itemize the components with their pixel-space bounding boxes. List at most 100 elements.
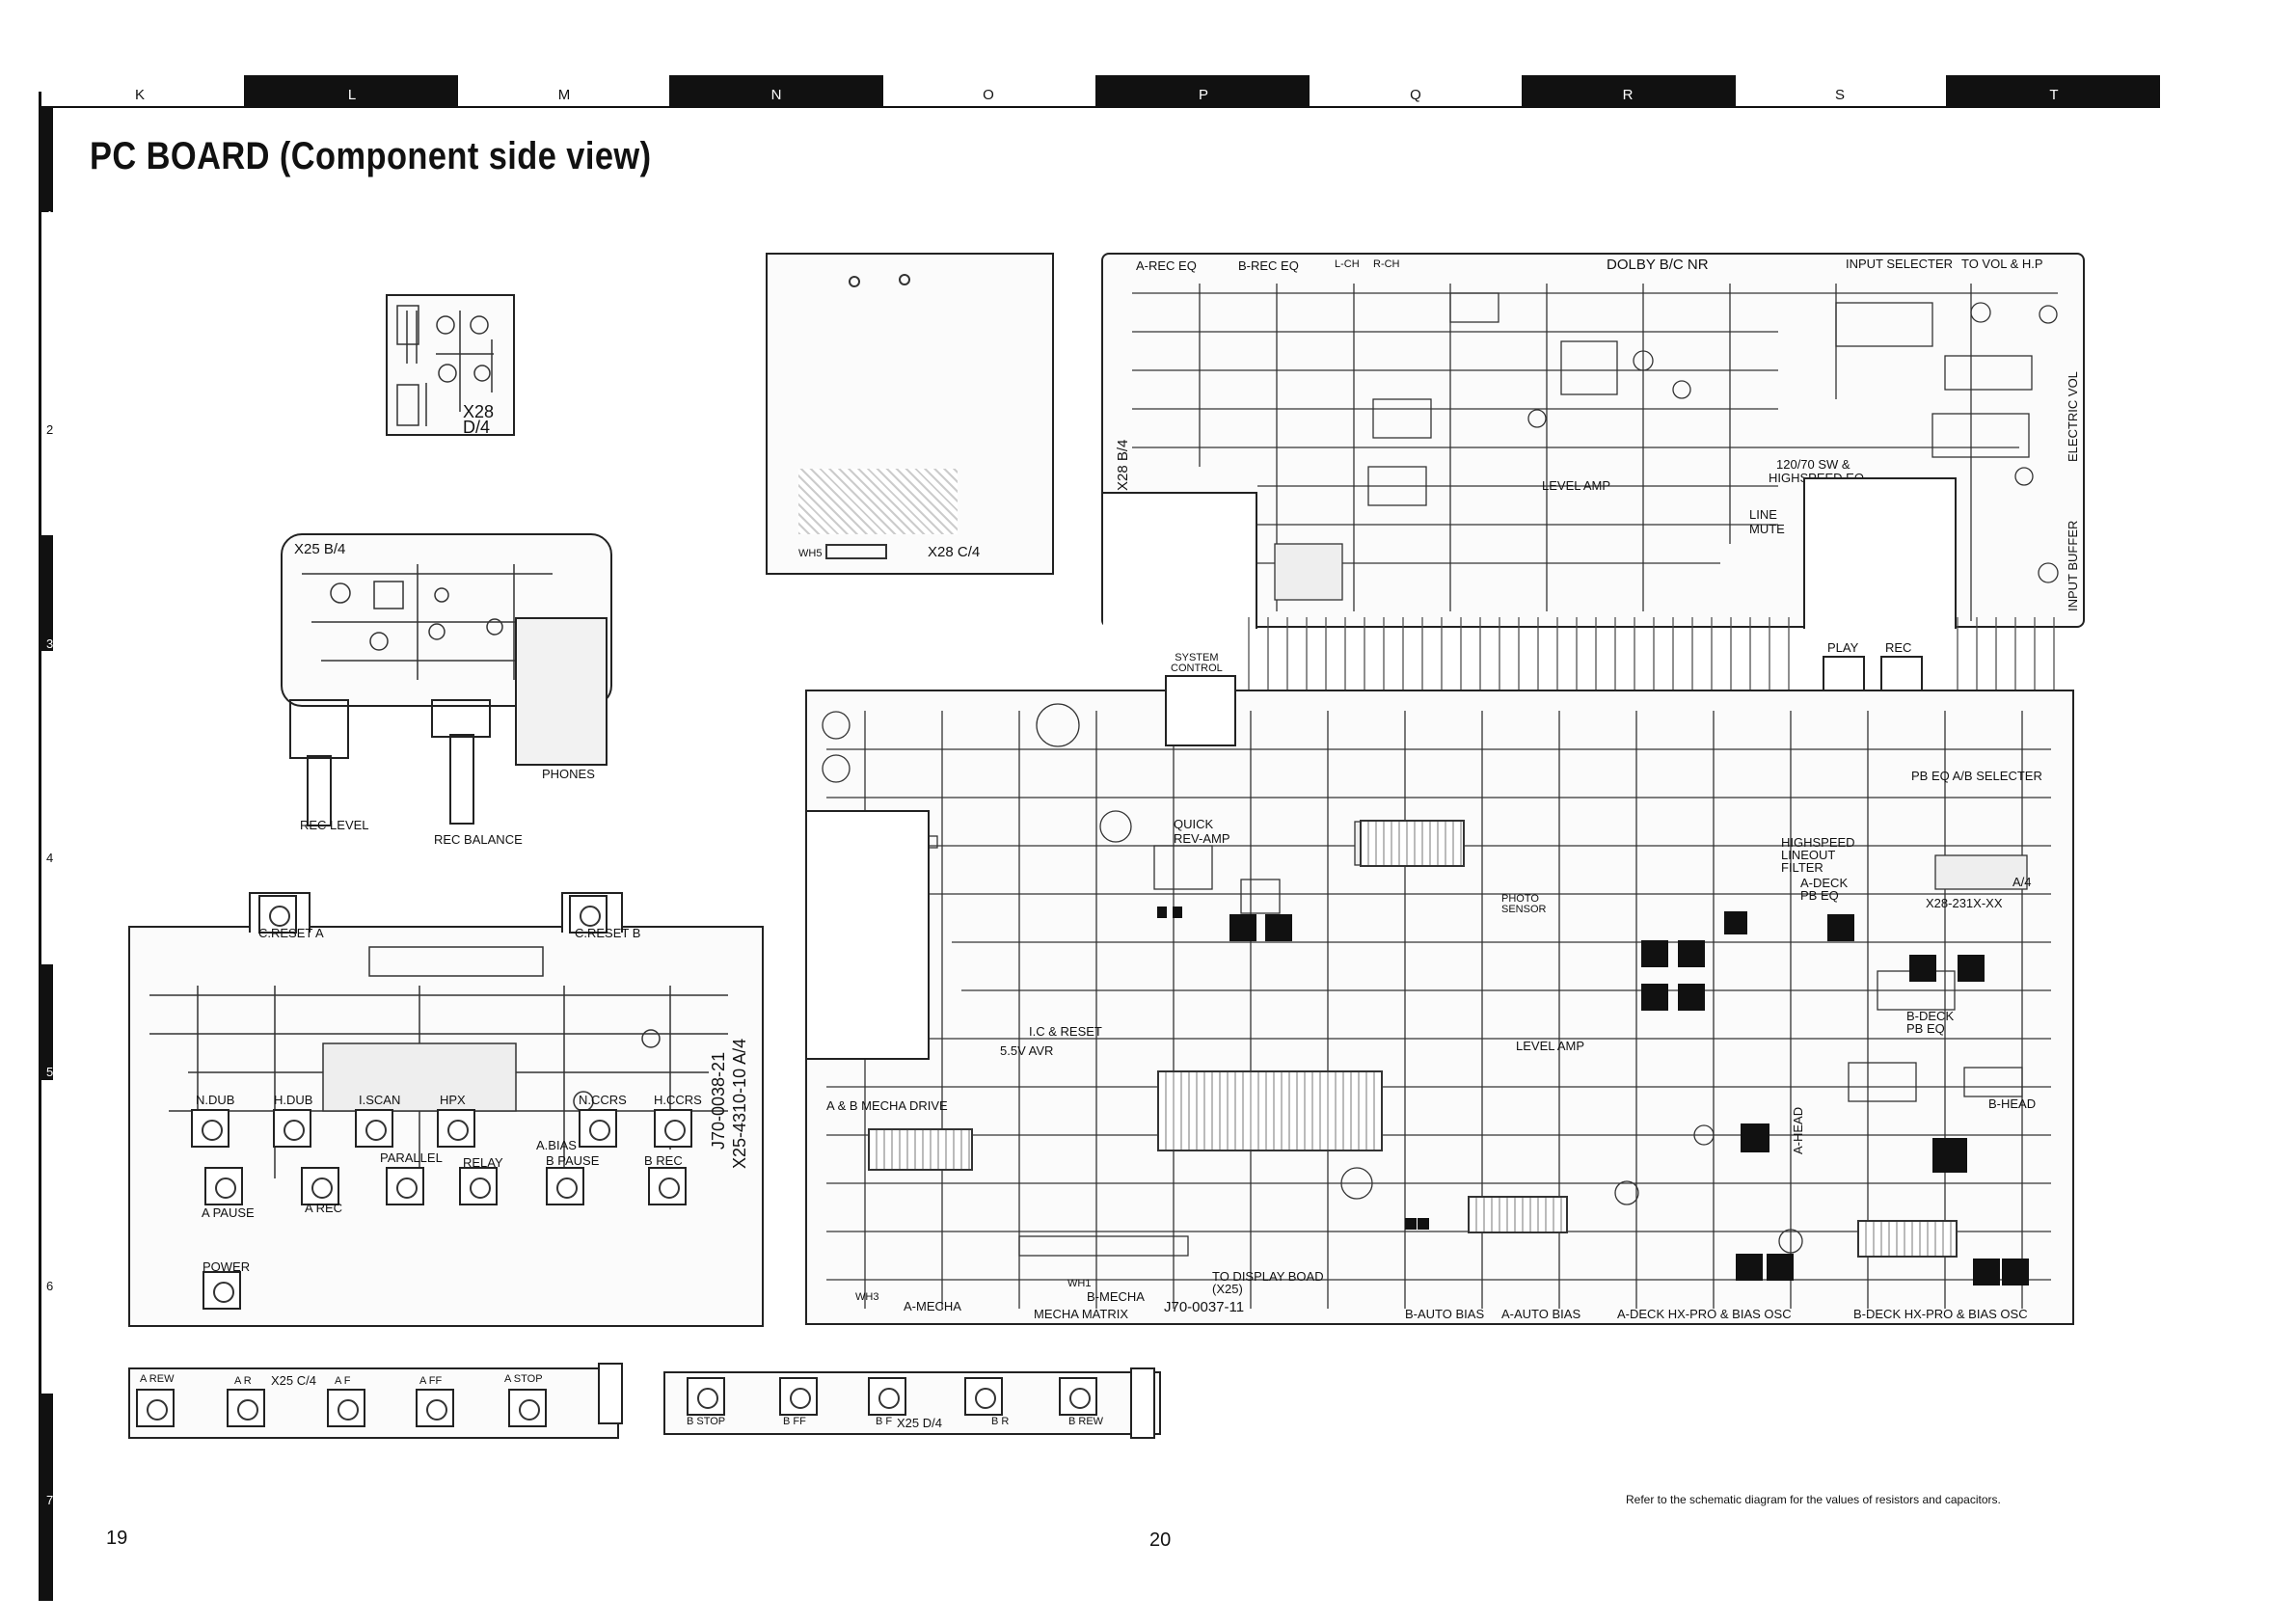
main-subid-label: A/4 bbox=[2012, 875, 2032, 889]
phones-label: PHONES bbox=[542, 767, 595, 781]
dolby-label: DOLBY B/C NR bbox=[1607, 257, 1709, 273]
main-id2-label: X28-231X-XX bbox=[1926, 896, 2003, 910]
sw-label: 120/70 SW & bbox=[1776, 457, 1850, 472]
left-frame-line bbox=[39, 92, 41, 1601]
a-bias-label: A.BIAS bbox=[536, 1138, 577, 1152]
grid-band-l bbox=[244, 75, 458, 106]
b-f-label: B F bbox=[876, 1416, 893, 1427]
rec-balance-shaft bbox=[449, 734, 474, 825]
hpx-switch[interactable] bbox=[437, 1109, 475, 1148]
grid-col-q: Q bbox=[1410, 87, 1421, 103]
a-rec-switch[interactable] bbox=[301, 1167, 339, 1205]
a-pause-switch[interactable] bbox=[204, 1167, 243, 1205]
h-dub-switch[interactable] bbox=[273, 1109, 311, 1148]
a-stop-switch[interactable] bbox=[508, 1389, 547, 1427]
transistor-chip bbox=[1641, 984, 1668, 1011]
rec-level-shaft bbox=[307, 755, 332, 826]
a-f-switch[interactable] bbox=[327, 1389, 365, 1427]
board-cutout-right bbox=[1803, 477, 1957, 629]
transistor-chip bbox=[1157, 907, 1167, 918]
input-selecter-label: INPUT SELECTER bbox=[1846, 257, 1954, 271]
a-ff-label: A FF bbox=[419, 1375, 443, 1387]
fluorescent-display-ic bbox=[1157, 1070, 1383, 1151]
grid-row-band-7 bbox=[41, 1394, 53, 1601]
mecha-matrix-label: MECHA MATRIX bbox=[1034, 1307, 1128, 1321]
a-r-switch[interactable] bbox=[227, 1389, 265, 1427]
b-stop-switch[interactable] bbox=[687, 1377, 725, 1416]
system-control-connector[interactable] bbox=[1165, 675, 1236, 746]
to-display-label: TO DISPLAY BOAD (X25) bbox=[1212, 1269, 1324, 1296]
b-mecha-label: B-MECHA bbox=[1087, 1289, 1145, 1304]
wh3-label: WH3 bbox=[855, 1291, 879, 1303]
board-x25-b4-id: X25 B/4 bbox=[294, 541, 346, 557]
b-auto-bias-label: B-AUTO BIAS bbox=[1405, 1307, 1485, 1321]
b-rec-eq-label: B-REC EQ bbox=[1238, 258, 1299, 273]
board-x28-d4-id: X28 D/4 bbox=[463, 403, 494, 436]
rec-level-pot[interactable] bbox=[289, 699, 349, 759]
a-rec-label: A REC bbox=[305, 1201, 343, 1215]
board-main-lower: QUICK REV-AMP PB EQ A/B SELECTER HIGHSPE… bbox=[805, 690, 2074, 1325]
b-rew-switch[interactable] bbox=[1059, 1377, 1097, 1416]
rec-balance-pot[interactable] bbox=[431, 699, 491, 738]
wh1-label: WH1 bbox=[1067, 1278, 1092, 1289]
lch-label: L-CH bbox=[1335, 258, 1360, 270]
a-ff-switch[interactable] bbox=[416, 1389, 454, 1427]
transistor-chip bbox=[1173, 907, 1182, 918]
grid-band-p bbox=[1095, 75, 1310, 106]
board-x28-b4-traces bbox=[1132, 284, 2059, 621]
grid-row-3: 3 bbox=[46, 636, 54, 651]
parallel-switch[interactable] bbox=[386, 1167, 424, 1205]
b-r-label: B R bbox=[991, 1416, 1010, 1427]
a-rec-eq-label: A-REC EQ bbox=[1136, 258, 1197, 273]
board-x28-d4: X28 D/4 bbox=[386, 294, 515, 436]
c-reset-b-switch[interactable] bbox=[569, 895, 608, 934]
h-dub-label: H.DUB bbox=[274, 1093, 313, 1107]
h-ccrs-switch[interactable] bbox=[654, 1109, 692, 1148]
b-stop-label: B STOP bbox=[687, 1416, 726, 1427]
parallel-label: PARALLEL bbox=[380, 1150, 443, 1165]
c-reset-a-switch[interactable] bbox=[258, 895, 297, 934]
i-scan-switch[interactable] bbox=[355, 1109, 393, 1148]
grid-col-s: S bbox=[1834, 87, 1845, 103]
b-r-switch[interactable] bbox=[964, 1377, 1003, 1416]
play-label: PLAY bbox=[1827, 640, 1859, 655]
b-rec-switch[interactable] bbox=[648, 1167, 687, 1205]
transistor-chip bbox=[1827, 914, 1854, 941]
relay-switch[interactable] bbox=[459, 1167, 498, 1205]
grid-row-band-3 bbox=[41, 535, 53, 651]
grid-row-band-5 bbox=[41, 964, 53, 1080]
board-x25-a4-pn: J70-0038-21 bbox=[709, 1051, 728, 1150]
board-x25-c4: A REW A R A F A FF A STOP X25 C/4 bbox=[128, 1367, 619, 1439]
a-pause-label: A PAUSE bbox=[202, 1205, 255, 1220]
transistor-chip bbox=[1973, 1259, 2000, 1286]
grid-col-p: P bbox=[1198, 87, 1208, 103]
b-ff-switch[interactable] bbox=[779, 1377, 818, 1416]
transistor-chip bbox=[1265, 914, 1292, 941]
power-switch[interactable] bbox=[203, 1271, 241, 1310]
top-frame-line bbox=[39, 106, 2160, 108]
transistor-chip bbox=[1736, 1254, 1763, 1281]
a-deck-pb-eq-label: A-DECK PB EQ bbox=[1800, 876, 1849, 903]
b-f-switch[interactable] bbox=[868, 1377, 906, 1416]
main-pn-label: J70-0037-11 bbox=[1164, 1299, 1245, 1315]
n-dub-switch[interactable] bbox=[191, 1109, 230, 1148]
board-x28-b4-id: X28 B/4 bbox=[1115, 439, 1131, 491]
board-x25-c4-id: X25 C/4 bbox=[271, 1373, 316, 1388]
b-ff-label: B FF bbox=[783, 1416, 806, 1427]
phones-jack[interactable] bbox=[515, 617, 608, 766]
avr-label: 5.5V AVR bbox=[1000, 1043, 1054, 1058]
b-pause-switch[interactable] bbox=[546, 1167, 584, 1205]
a-head-label: A-HEAD bbox=[1791, 1106, 1805, 1154]
grid-band-r bbox=[1522, 75, 1736, 106]
board-x25-d4: B STOP B FF B F B R B REW X25 D/4 bbox=[663, 1371, 1161, 1435]
x25-c4-connector bbox=[598, 1363, 623, 1424]
b-rew-label: B REW bbox=[1068, 1416, 1104, 1427]
rch-label: R-CH bbox=[1373, 258, 1400, 270]
board-cutout-left bbox=[1103, 492, 1257, 629]
i-scan-label: I.SCAN bbox=[359, 1093, 401, 1107]
a-rew-switch[interactable] bbox=[136, 1389, 175, 1427]
rec-label: REC bbox=[1885, 640, 1912, 655]
n-ccrs-switch[interactable] bbox=[579, 1109, 617, 1148]
board-x28-c4: WH5 X28 C/4 bbox=[766, 253, 1054, 575]
board-x25-d4-id: X25 D/4 bbox=[897, 1416, 942, 1430]
